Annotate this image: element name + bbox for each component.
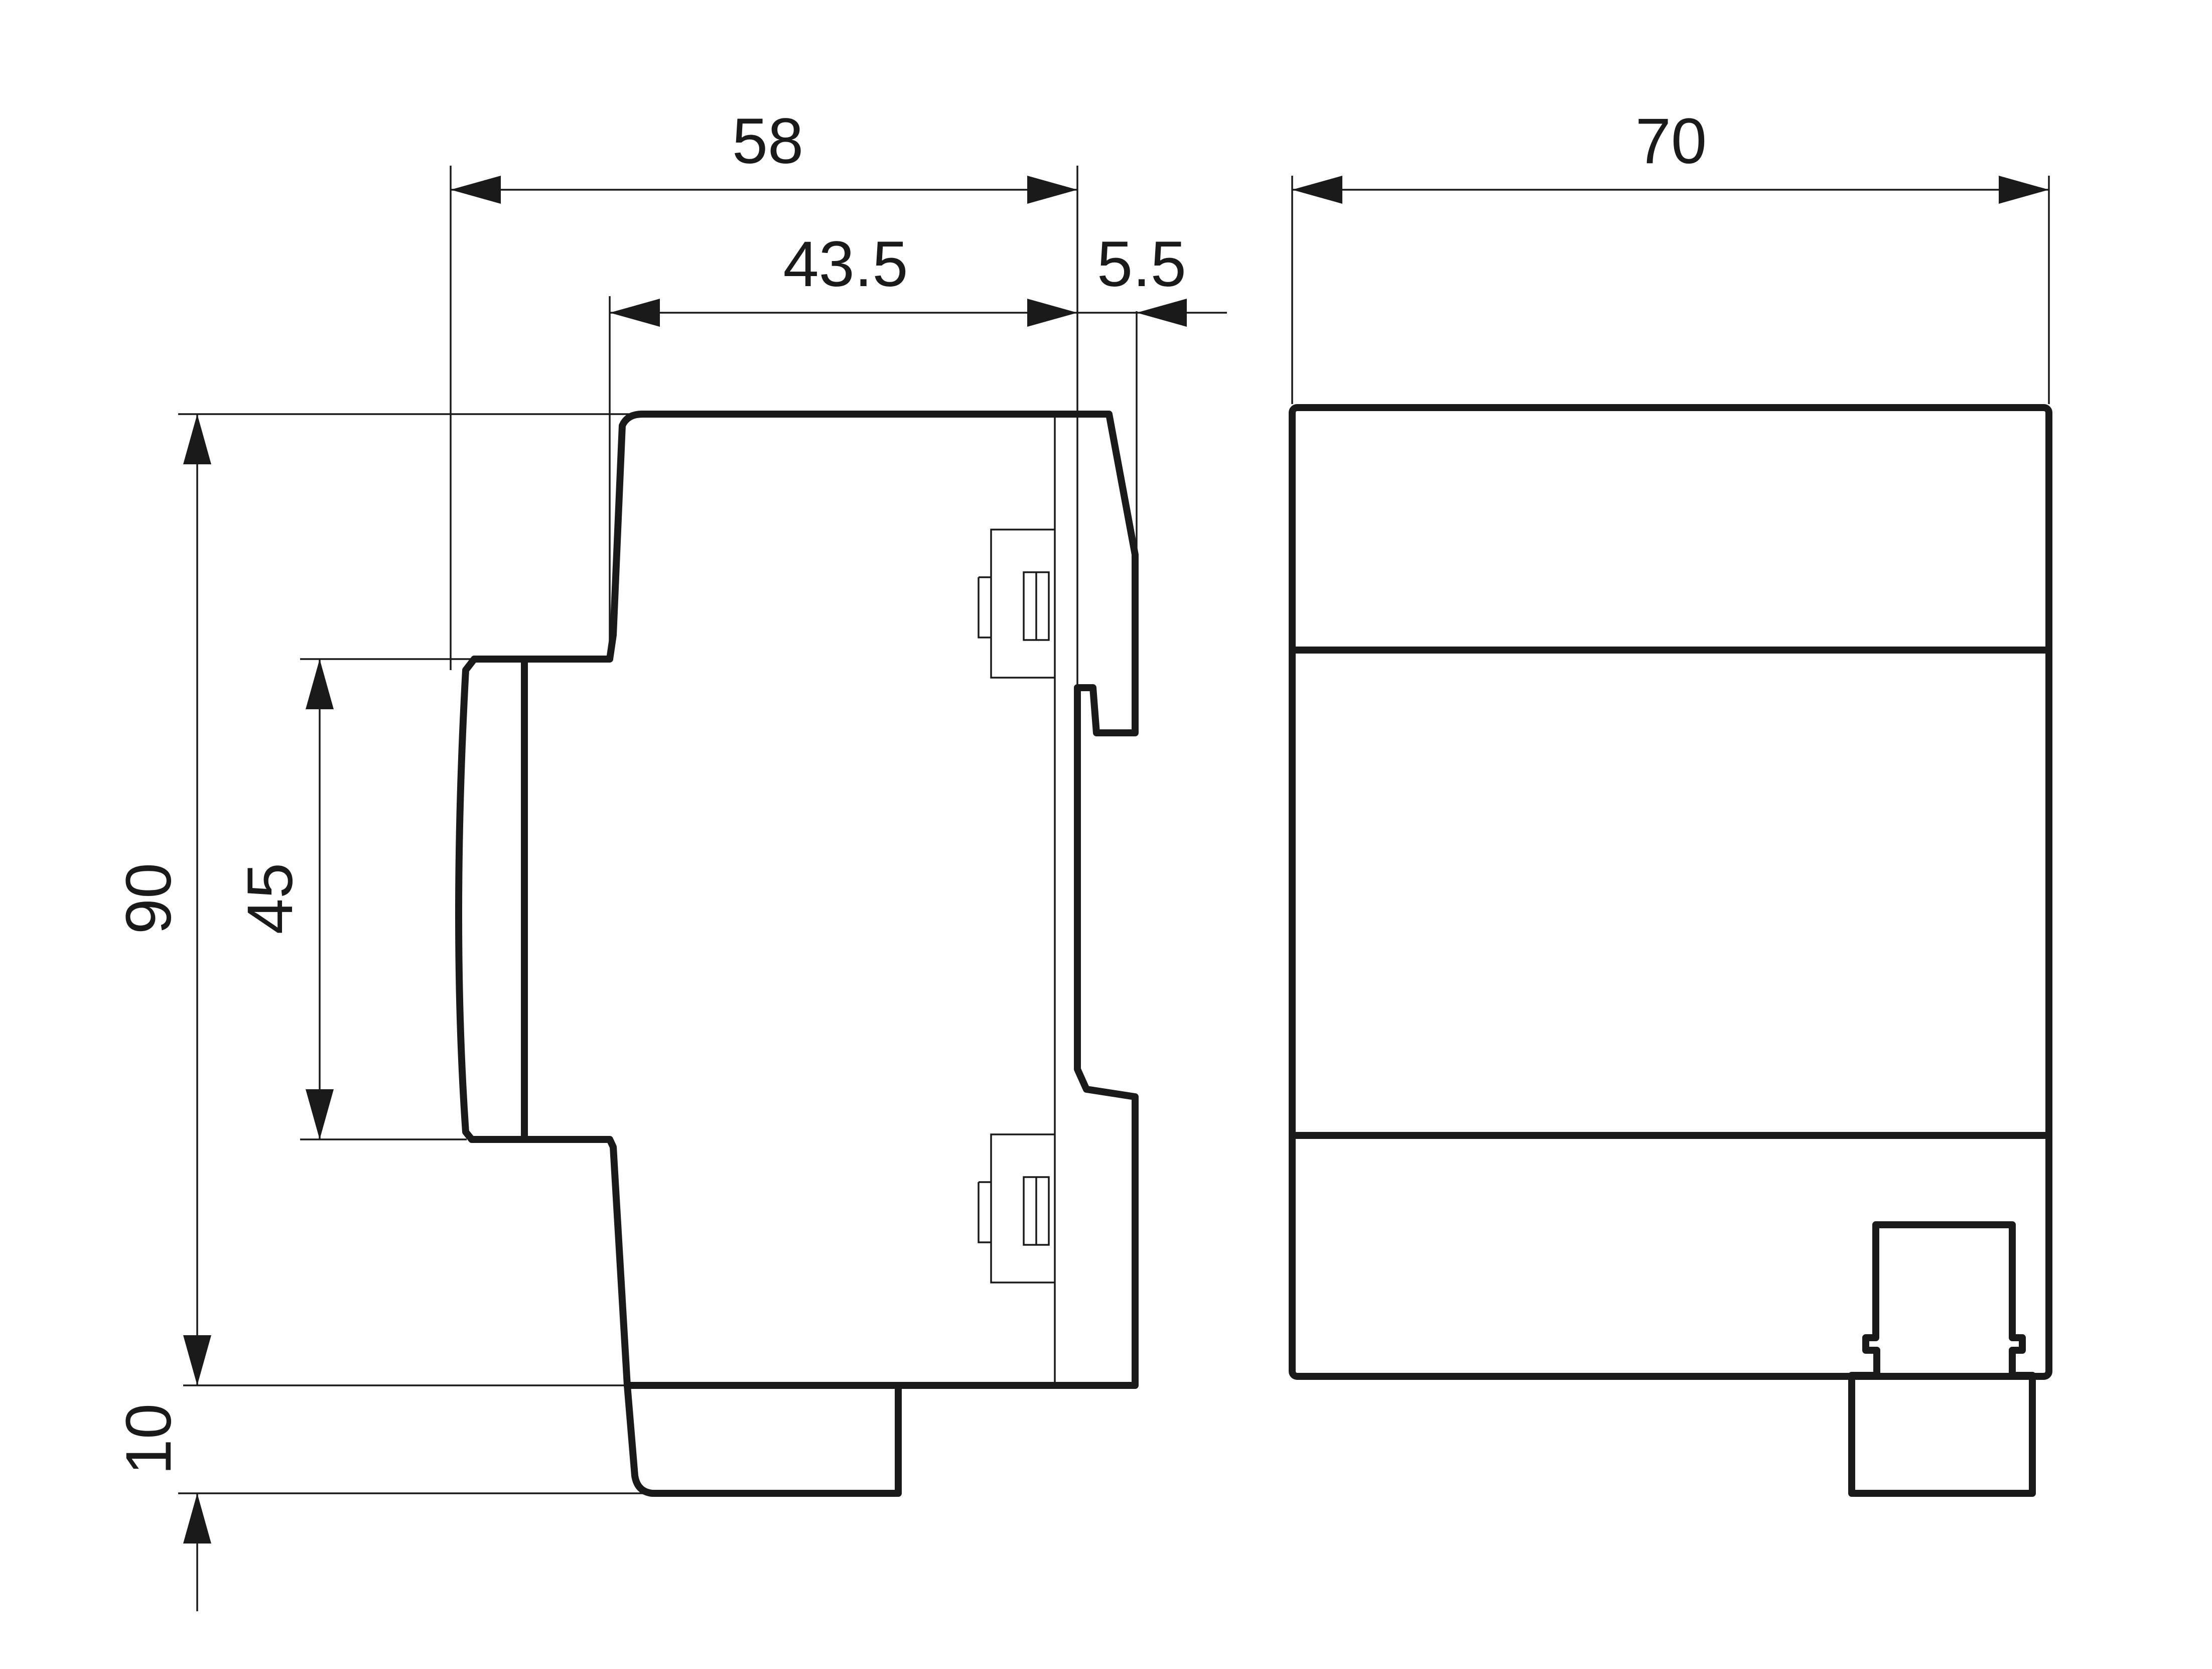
terminal-foot (624, 1382, 902, 1497)
label-43-5: 43.5 (783, 228, 908, 300)
dimension-58 (451, 176, 1077, 204)
label-5-5: 5.5 (1097, 228, 1186, 300)
upper-clip (978, 529, 1055, 679)
side-view-outline (455, 411, 1139, 1389)
dimension-90 (183, 414, 211, 1385)
label-70: 70 (1635, 105, 1707, 177)
front-view (1289, 404, 2052, 1497)
label-90: 90 (113, 863, 185, 934)
dimension-70 (1292, 176, 2049, 204)
side-view (455, 411, 1139, 1497)
label-10: 10 (113, 1403, 185, 1475)
extension-lines (178, 166, 2050, 1494)
front-view-outline (1289, 404, 2052, 1380)
lower-clip (978, 1133, 1055, 1283)
dimension-5-5 (1077, 299, 1227, 327)
label-45: 45 (234, 863, 306, 934)
dimension-45 (306, 659, 334, 1139)
front-terminal-block (1848, 1221, 2036, 1497)
dimension-10 (183, 1493, 211, 1611)
label-58: 58 (732, 105, 803, 177)
dimension-43-5 (610, 299, 1077, 327)
